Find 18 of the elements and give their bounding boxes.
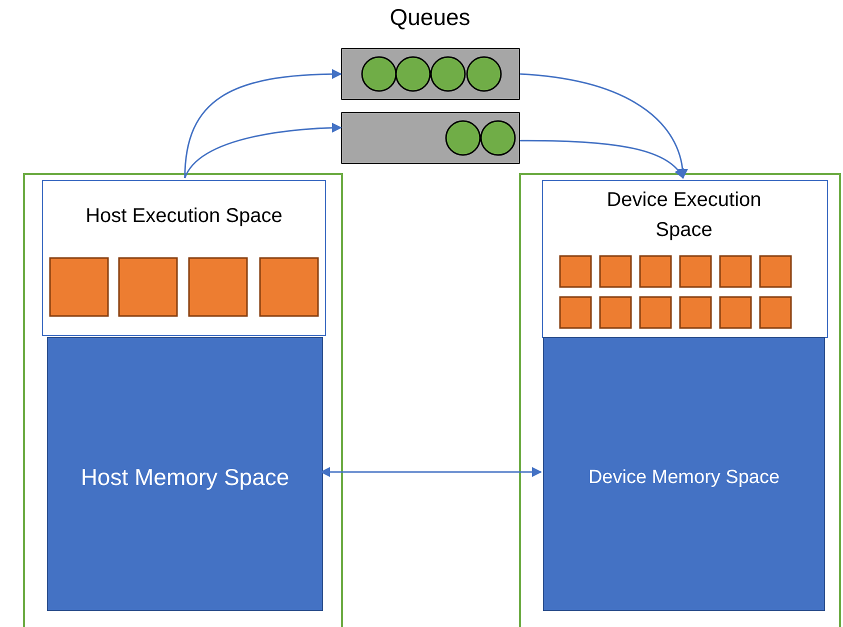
node-label: Host Execution Space <box>84 204 284 229</box>
node-label: Device Execution Space <box>606 188 762 243</box>
arrow <box>320 467 542 477</box>
host-container-box <box>23 173 343 627</box>
node-label: Device Memory Space <box>587 466 781 490</box>
queues-heading: Queues <box>388 4 472 31</box>
arrow <box>520 73 688 179</box>
arrow <box>520 140 684 179</box>
arrow <box>184 122 342 178</box>
execution-space-box <box>542 180 828 338</box>
memory-space-box <box>47 337 323 611</box>
device-container-box <box>519 173 841 627</box>
memory-space-box <box>543 337 825 611</box>
queue-bar <box>341 112 520 164</box>
execution-space-box <box>42 180 326 336</box>
queue-bar <box>341 48 520 100</box>
node-label: Host Memory Space <box>80 463 290 492</box>
arrow <box>184 69 342 178</box>
